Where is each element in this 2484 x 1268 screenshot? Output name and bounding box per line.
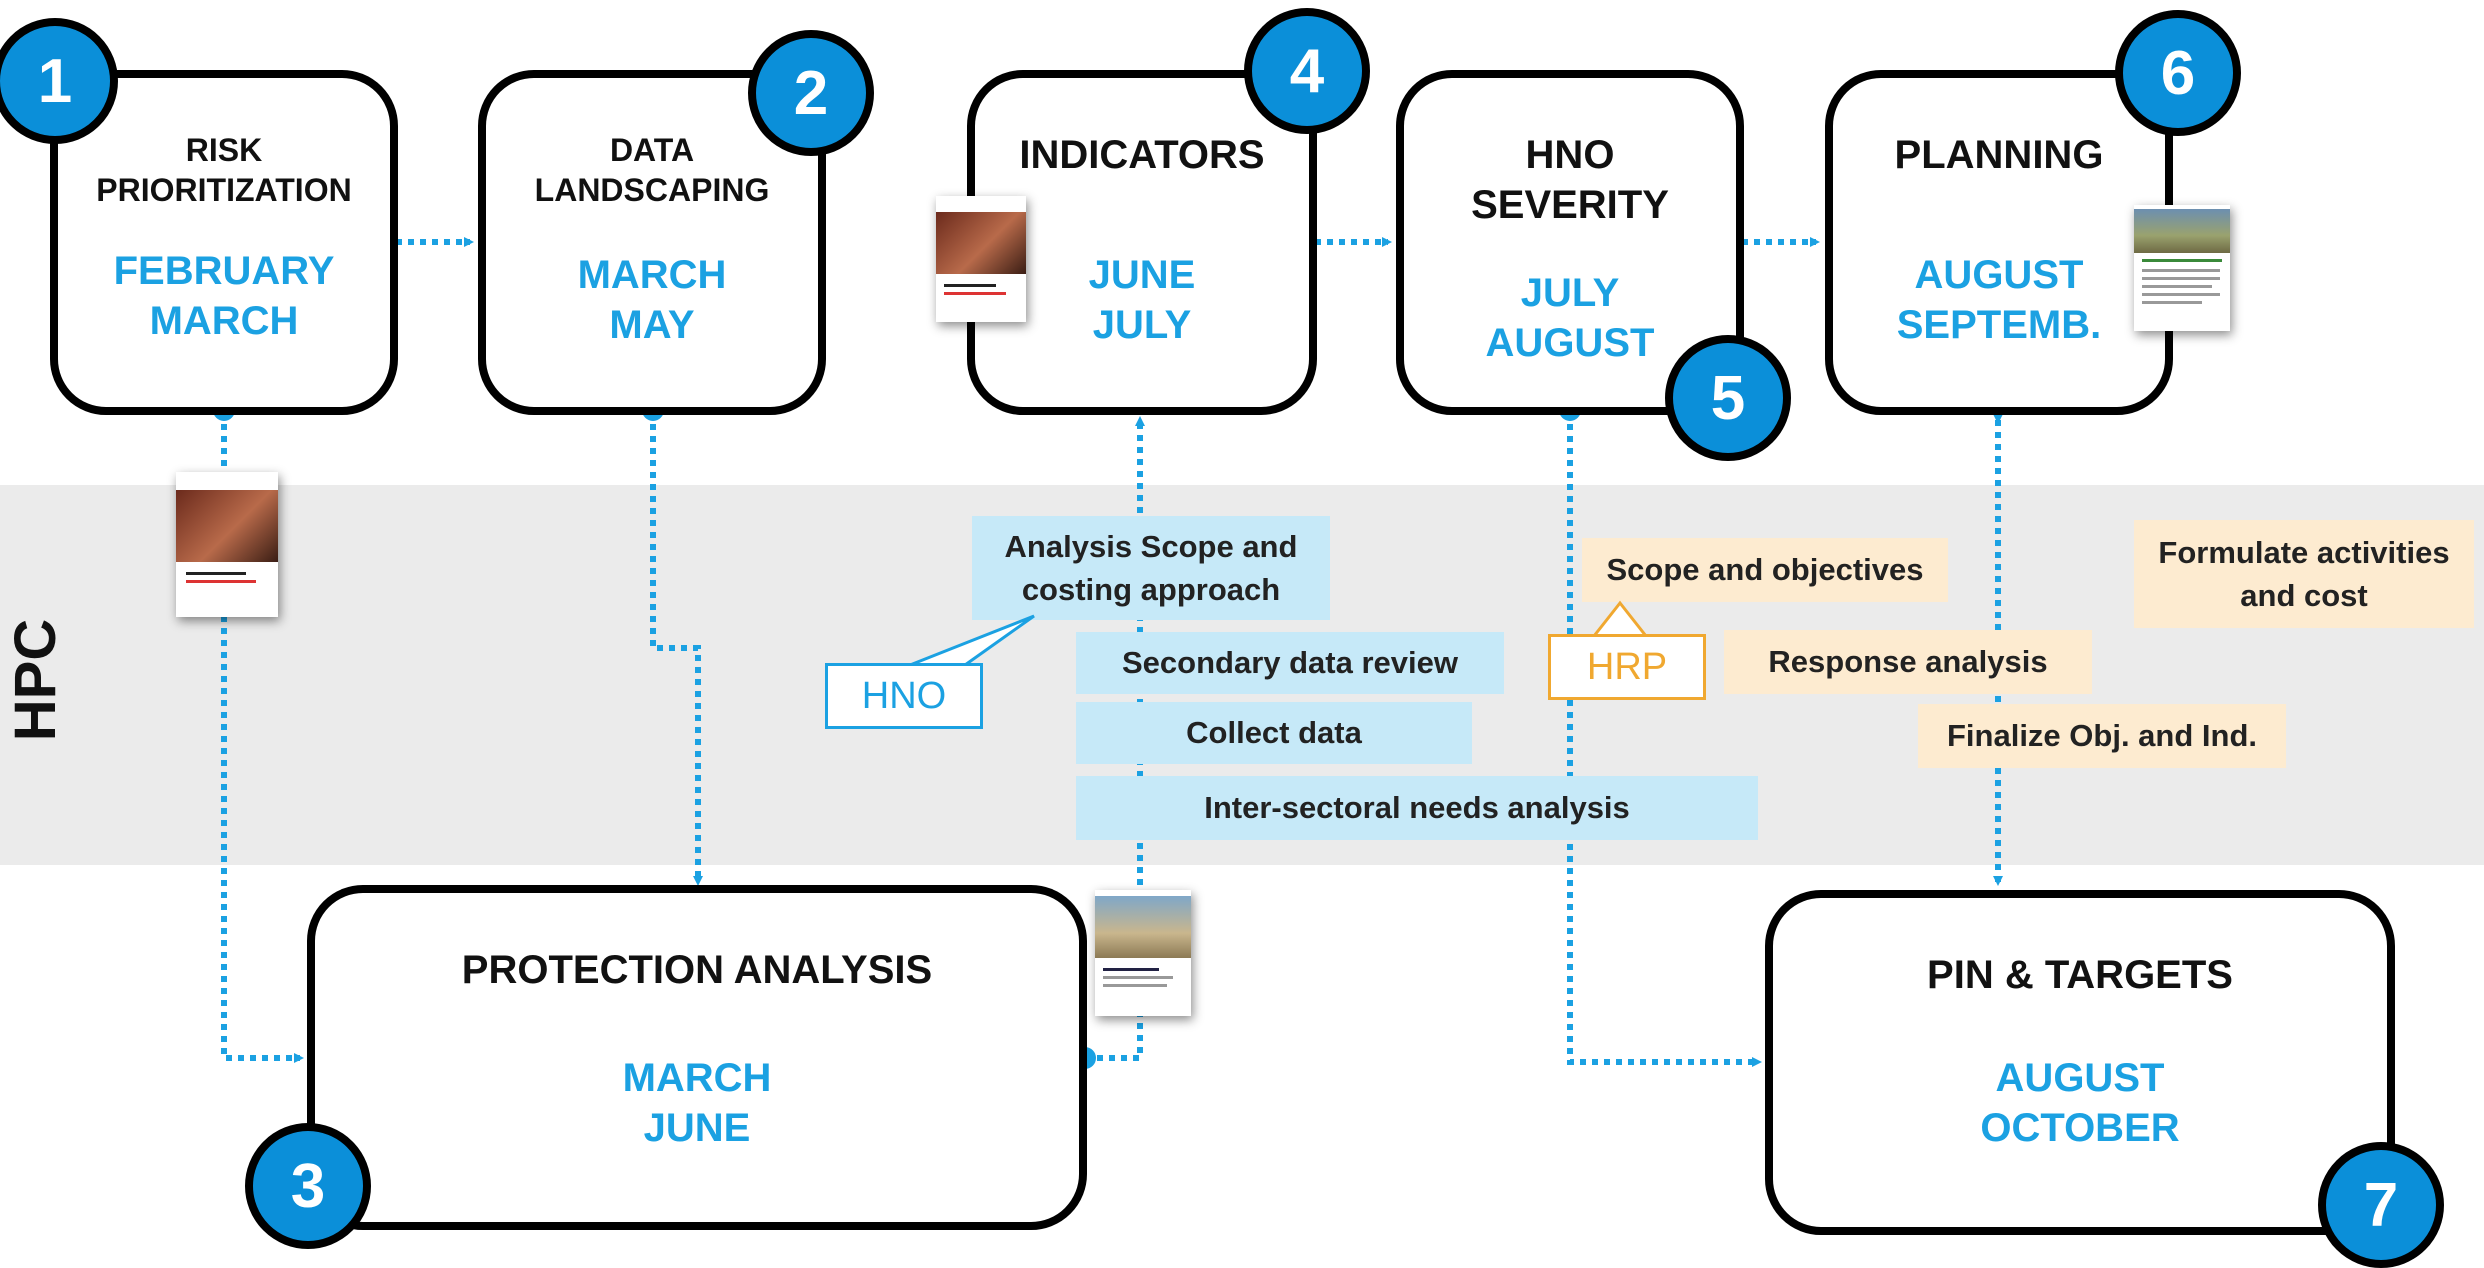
- hno-intersectoral-bar: Inter-sectoral needs analysis: [1076, 776, 1758, 840]
- step-number-badge: 3: [245, 1123, 371, 1249]
- hrp-finalize-bar: Finalize Obj. and Ind.: [1918, 704, 2286, 768]
- data-title-line-2: LANDSCAPING: [534, 172, 770, 208]
- step-number-badge: 6: [2115, 10, 2241, 136]
- hno-callout: HNO: [825, 663, 983, 729]
- report-thumbnail: [176, 472, 278, 617]
- step-planning: PLANNING AUGUST SEPTEMB.: [1825, 70, 2173, 415]
- pin-title: PIN & TARGETS: [1927, 953, 2233, 997]
- report-thumbnail: [2134, 205, 2230, 331]
- severity-title-line-2: SEVERITY: [1471, 183, 1669, 227]
- report-thumbnail: [1095, 890, 1191, 1016]
- planning-period-line-2: SEPTEMB.: [1896, 303, 2102, 347]
- step-number-badge: 5: [1665, 335, 1791, 461]
- connector-data-to-protection: [650, 412, 703, 886]
- hno-secondary-data-bar: Secondary data review: [1076, 632, 1504, 694]
- pin-period-line-1: AUGUST: [1995, 1056, 2165, 1100]
- severity-period-line-1: JULY: [1520, 271, 1620, 315]
- indicators-period-line-1: JUNE: [1088, 253, 1196, 297]
- protection-period-line-1: MARCH: [622, 1056, 772, 1100]
- data-period-line-1: MARCH: [577, 253, 727, 297]
- hrp-formulate-bar: Formulate activities and cost: [2134, 520, 2474, 628]
- pin-period-line-2: OCTOBER: [1980, 1106, 2180, 1150]
- hrp-callout: HRP: [1548, 634, 1706, 700]
- risk-title-line-1: RISK: [185, 132, 263, 168]
- step-number-badge: 7: [2318, 1142, 2444, 1268]
- hrp-response-analysis-bar: Response analysis: [1724, 630, 2092, 694]
- data-title-line-1: DATA: [609, 132, 695, 168]
- risk-period-line-1: FEBRUARY: [113, 249, 335, 293]
- severity-period-line-2: AUGUST: [1485, 321, 1655, 365]
- report-thumbnail: [936, 196, 1026, 322]
- hno-analysis-scope-bar: Analysis Scope and costing approach: [972, 516, 1330, 620]
- severity-title-line-1: HNO: [1525, 133, 1615, 177]
- planning-title: PLANNING: [1894, 133, 2104, 177]
- planning-period-line-1: AUGUST: [1914, 253, 2084, 297]
- connector-risk-to-protection: [221, 412, 304, 1063]
- data-period-line-2: MAY: [609, 303, 695, 347]
- risk-title-line-2: PRIORITIZATION: [96, 172, 352, 208]
- step-pin-targets: PIN & TARGETS AUGUST OCTOBER: [1765, 890, 2395, 1235]
- step-number-badge: 1: [0, 18, 118, 144]
- indicators-title: INDICATORS: [1019, 133, 1265, 177]
- hno-collect-data-bar: Collect data: [1076, 702, 1472, 764]
- step-risk-prioritization: RISK PRIORITIZATION FEBRUARY MARCH: [50, 70, 398, 415]
- step-number-badge: 2: [748, 30, 874, 156]
- protection-title: PROTECTION ANALYSIS: [461, 948, 933, 992]
- step-number-badge: 4: [1244, 8, 1370, 134]
- connector-severity-to-pin: [1567, 412, 1762, 1067]
- protection-period-line-2: JUNE: [643, 1106, 751, 1150]
- step-protection-analysis: PROTECTION ANALYSIS MARCH JUNE: [307, 885, 1087, 1230]
- hrp-scope-objectives-bar: Scope and objectives: [1582, 538, 1948, 602]
- indicators-period-line-2: JULY: [1092, 303, 1192, 347]
- risk-period-line-2: MARCH: [149, 299, 299, 343]
